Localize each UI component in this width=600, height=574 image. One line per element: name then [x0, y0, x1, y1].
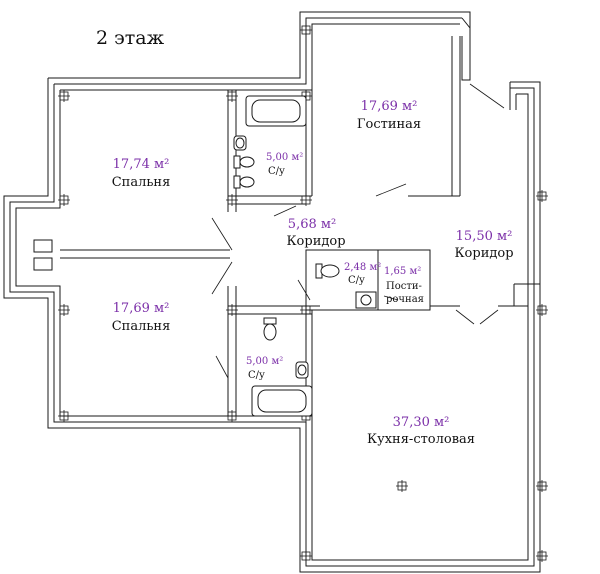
wc-bottom-area: 5,00 м² [246, 356, 283, 367]
wc-small-area: 2,48 м² [344, 262, 381, 273]
living-area: 17,69 м² [361, 99, 418, 114]
toilet-bottom [263, 317, 277, 341]
bedroom-top-area: 17,74 м² [113, 157, 170, 172]
sink-bottom [295, 361, 309, 379]
floor-label: 2 этаж [96, 27, 165, 49]
corridor-large-name: Коридор [454, 246, 513, 261]
bedroom-top-name: Спальня [112, 175, 171, 190]
toilet-small [315, 263, 340, 279]
wc-top-area: 5,00 м² [266, 152, 303, 163]
kitchen-name: Кухня-столовая [367, 432, 475, 447]
laundry-area: 1,65 м² [384, 266, 421, 277]
wc-bottom-name: С/у [248, 370, 265, 381]
bedroom-bottom-name: Спальня [112, 319, 171, 334]
door-swings [211, 83, 505, 379]
toilet-top-1 [233, 155, 255, 169]
left-window-box [33, 239, 53, 271]
laundry-name-line1: Пости- [386, 281, 422, 292]
washer [355, 291, 377, 309]
toilet-top-2 [233, 175, 255, 189]
bathtub-top [245, 95, 307, 127]
corridor-large-area: 15,50 м² [456, 229, 513, 244]
bathtub-bottom [251, 385, 313, 417]
wc-small-name: С/у [348, 275, 365, 286]
sink-top [233, 135, 247, 151]
wc-top-name: С/у [268, 166, 285, 177]
laundry-name-line2: рочная [386, 294, 424, 305]
living-name: Гостиная [357, 117, 421, 132]
bedroom-bottom-area: 17,69 м² [113, 301, 170, 316]
corridor-small-area: 5,68 м² [288, 217, 336, 232]
kitchen-area: 37,30 м² [393, 415, 450, 430]
corridor-small-name: Коридор [286, 234, 345, 249]
column-markers [58, 24, 548, 562]
